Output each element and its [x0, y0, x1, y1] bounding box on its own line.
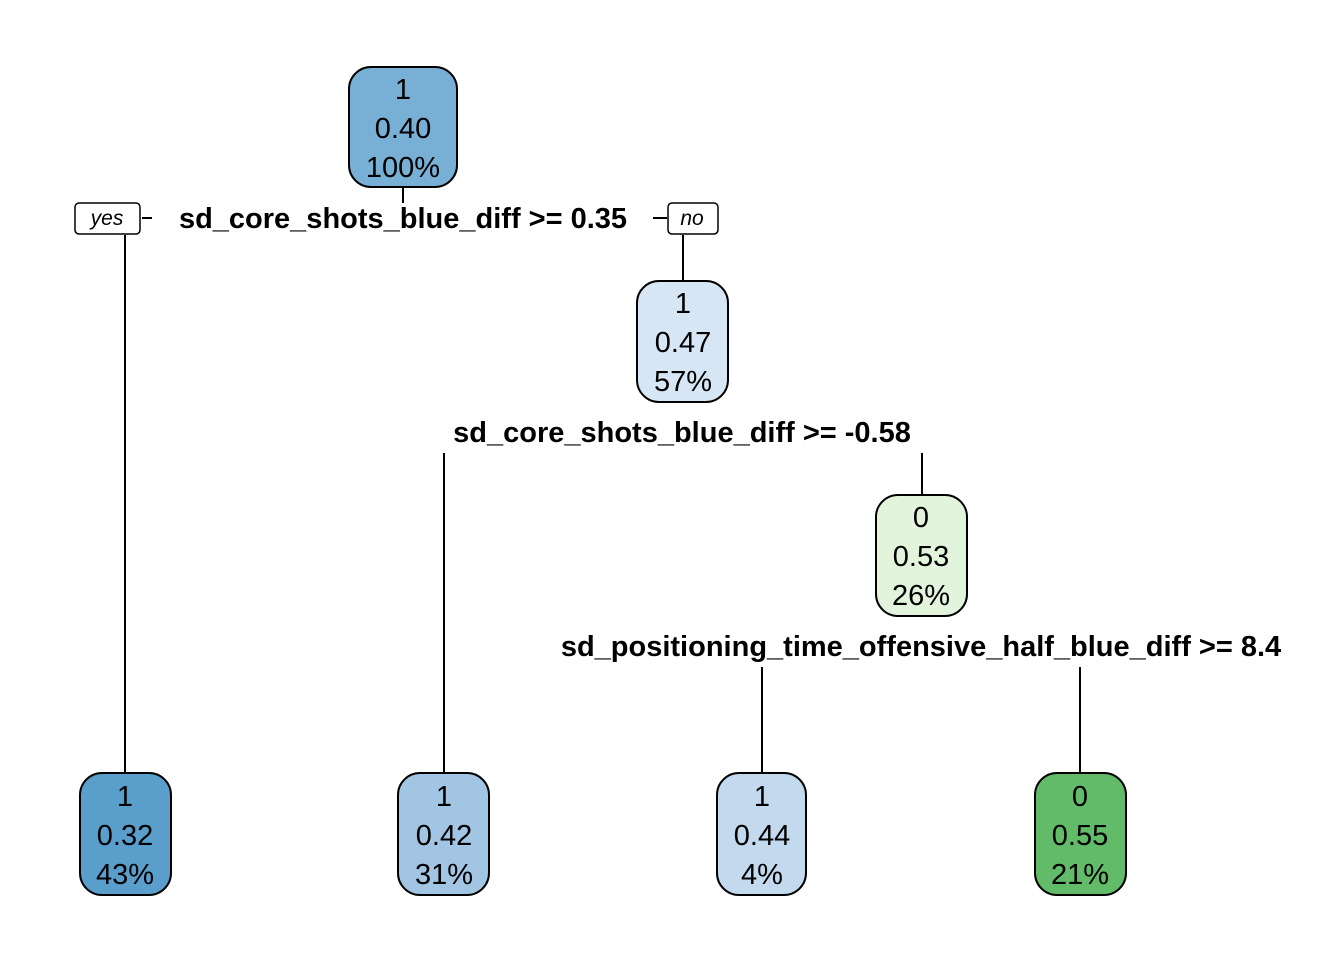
split-label-1: sd_core_shots_blue_diff >= 0.35	[179, 203, 627, 235]
split-label-2: sd_core_shots_blue_diff >= -0.58	[453, 417, 911, 449]
node-percent: 26%	[892, 580, 950, 612]
tree-leaf-21: 0 0.55 21%	[1034, 772, 1127, 896]
node-box	[875, 494, 968, 617]
node-box	[1034, 772, 1127, 896]
node-box	[348, 66, 458, 188]
tree-node-root: 1 0.40 100%	[348, 66, 458, 188]
node-probability: 0.40	[375, 113, 431, 145]
yes-tag: yes	[74, 202, 141, 235]
node-percent: 43%	[96, 859, 154, 891]
node-class: 1	[436, 781, 452, 813]
node-class: 1	[675, 288, 691, 320]
node-percent: 4%	[741, 859, 783, 891]
no-label: no	[680, 207, 704, 230]
node-probability: 0.53	[893, 541, 949, 573]
node-class: 1	[754, 781, 770, 813]
node-class: 0	[913, 502, 929, 534]
node-box	[79, 772, 172, 896]
node-probability: 0.32	[97, 820, 153, 852]
tree-node-26: 0 0.53 26%	[875, 494, 968, 617]
node-percent: 31%	[415, 859, 473, 891]
node-percent: 21%	[1051, 859, 1109, 891]
node-box	[716, 772, 807, 896]
tree-edges	[124, 187, 1081, 773]
node-class: 0	[1072, 781, 1088, 813]
no-tag: no	[667, 202, 719, 235]
node-probability: 0.44	[734, 820, 790, 852]
node-box	[397, 772, 490, 896]
tree-leaf-31: 1 0.42 31%	[397, 772, 490, 896]
tree-leaf-43: 1 0.32 43%	[79, 772, 172, 896]
node-percent: 57%	[654, 366, 712, 398]
node-probability: 0.47	[655, 327, 711, 359]
tree-node-57: 1 0.47 57%	[636, 280, 729, 403]
node-class: 1	[395, 74, 411, 106]
tree-leaf-4: 1 0.44 4%	[716, 772, 807, 896]
yes-label: yes	[89, 207, 124, 230]
node-probability: 0.55	[1052, 820, 1108, 852]
node-class: 1	[117, 781, 133, 813]
node-percent: 100%	[366, 152, 440, 184]
node-probability: 0.42	[416, 820, 472, 852]
node-box	[636, 280, 729, 403]
split-label-3: sd_positioning_time_offensive_half_blue_…	[561, 631, 1281, 663]
